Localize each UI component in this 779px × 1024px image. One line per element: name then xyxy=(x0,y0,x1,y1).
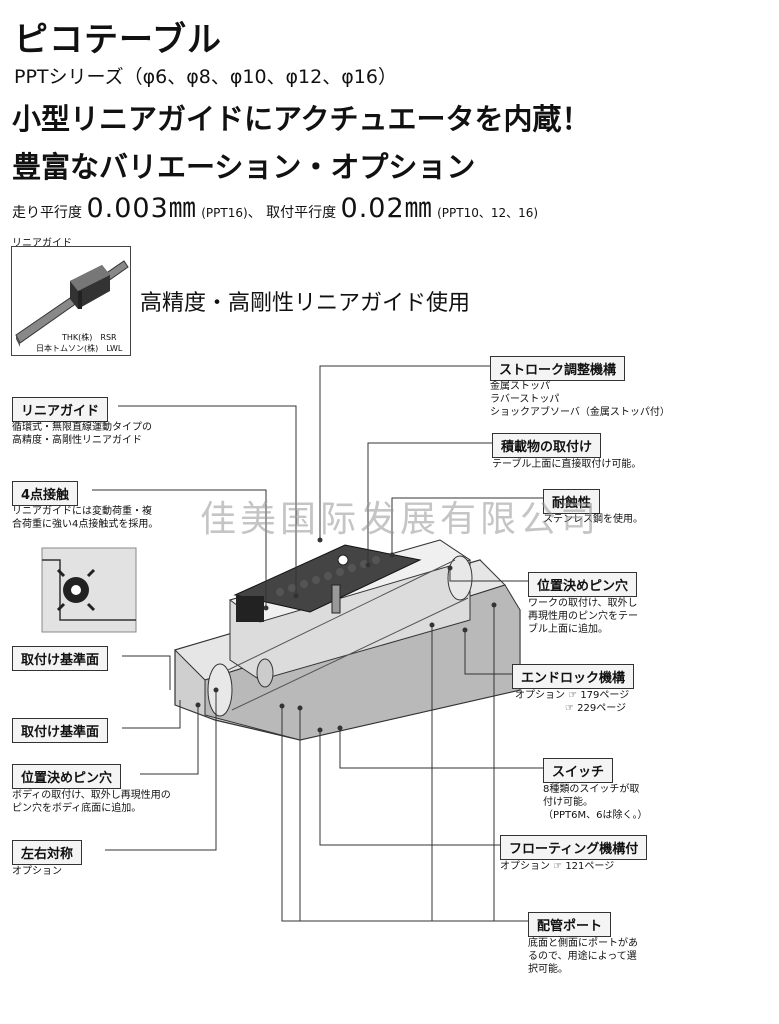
spec-note-running: (PPT16) xyxy=(201,206,248,220)
spec-value-mount-parallelism: 0.02㎜ xyxy=(340,193,433,224)
callout-stroke-adjust-desc: 金属ストッパ ラバーストッパ ショックアブソーバ（金属ストッパ付） xyxy=(490,381,670,418)
callout-four-point-contact: 4点接触 xyxy=(12,481,79,506)
callout-linear-guide-desc: 循環式・無限直線運動タイプの 高精度・高剛性リニアガイド xyxy=(12,422,152,446)
linear-guide-photo xyxy=(11,246,131,356)
callout-load-mount-desc: テーブル上面に直接取付け可能。 xyxy=(492,459,642,470)
headline-builtin-actuator: 小型リニアガイドにアクチュエータを内蔵！ xyxy=(12,102,591,136)
callout-symmetric-desc: オプション xyxy=(12,866,62,877)
linear-guide-image xyxy=(15,260,129,347)
spec-label-mount-parallelism: 取付平行度 xyxy=(266,205,337,221)
linear-guide-photo-label: リニアガイド xyxy=(12,238,72,249)
spec-note-mount: (PPT10、12、16) xyxy=(437,206,539,220)
callout-linear-guide: リニアガイド xyxy=(12,397,109,422)
callout-stroke-adjust: ストローク調整機構 xyxy=(490,356,626,381)
callout-symmetric: 左右対称 xyxy=(12,840,83,865)
callout-piping-port: 配管ポート xyxy=(528,912,612,937)
callout-end-lock: エンドロック機構 xyxy=(512,664,635,689)
linear-guide-maker-iko: 日本トムソン(株) LWL xyxy=(36,344,123,353)
callout-corrosion-resistance: 耐蝕性 xyxy=(543,489,601,514)
tagline-high-precision: 高精度・高剛性リニアガイド使用 xyxy=(140,291,471,316)
callout-mount-reference-2: 取付け基準面 xyxy=(12,718,109,743)
callout-pin-hole-body-desc: ボディの取付け、取外し再現性用の ピン穴をボディ底面に追加。 xyxy=(12,790,171,814)
spec-label-running-parallelism: 走り平行度 xyxy=(12,205,82,221)
watermark: 佳美国际发展有限公司 xyxy=(200,499,601,540)
callout-floating: フローティング機構付 xyxy=(500,835,648,860)
headline-variations: 豊富なバリエーション・オプション xyxy=(12,150,476,184)
page-title: ピコテーブル xyxy=(14,20,222,60)
callout-pin-hole-table-desc: ワークの取付け、取外し 再現性用のピン穴をテー ブル上面に追加。 xyxy=(528,598,638,635)
callout-switch: スイッチ xyxy=(543,758,614,783)
callout-mount-reference-1: 取付け基準面 xyxy=(12,646,109,671)
spec-separator: 、 xyxy=(247,205,262,221)
callout-switch-desc: 8種類のスイッチが取 付け可能。 （PPT6M、6は除く。） xyxy=(543,784,648,821)
callout-pin-hole-table: 位置決めピン穴 xyxy=(528,572,638,597)
callout-end-lock-desc: オプション ☞ 179ページ ☞ 229ページ xyxy=(515,690,630,714)
series-subtitle: PPTシリーズ（φ6、φ8、φ10、φ12、φ16） xyxy=(14,66,397,88)
callout-corrosion-desc: ステンレス鋼を使用。 xyxy=(543,514,643,525)
callout-load-mount: 積載物の取付け xyxy=(492,433,602,458)
callout-floating-desc: オプション ☞ 121ページ xyxy=(500,861,615,872)
spec-line: 走り平行度 0.003㎜ (PPT16)、 取付平行度 0.02㎜ (PPT10… xyxy=(12,186,538,225)
callout-four-point-desc: リニアガイドには変動荷重・複 合荷重に強い4点接触式を採用。 xyxy=(12,506,159,530)
spec-value-running-parallelism: 0.003㎜ xyxy=(86,193,197,224)
callout-pin-hole-body: 位置決めピン穴 xyxy=(12,764,122,789)
linear-guide-maker-thk: THK(株) RSR xyxy=(62,333,117,342)
callout-piping-port-desc: 底面と側面にポートがあ るので、用途によって選 択可能。 xyxy=(528,938,638,975)
